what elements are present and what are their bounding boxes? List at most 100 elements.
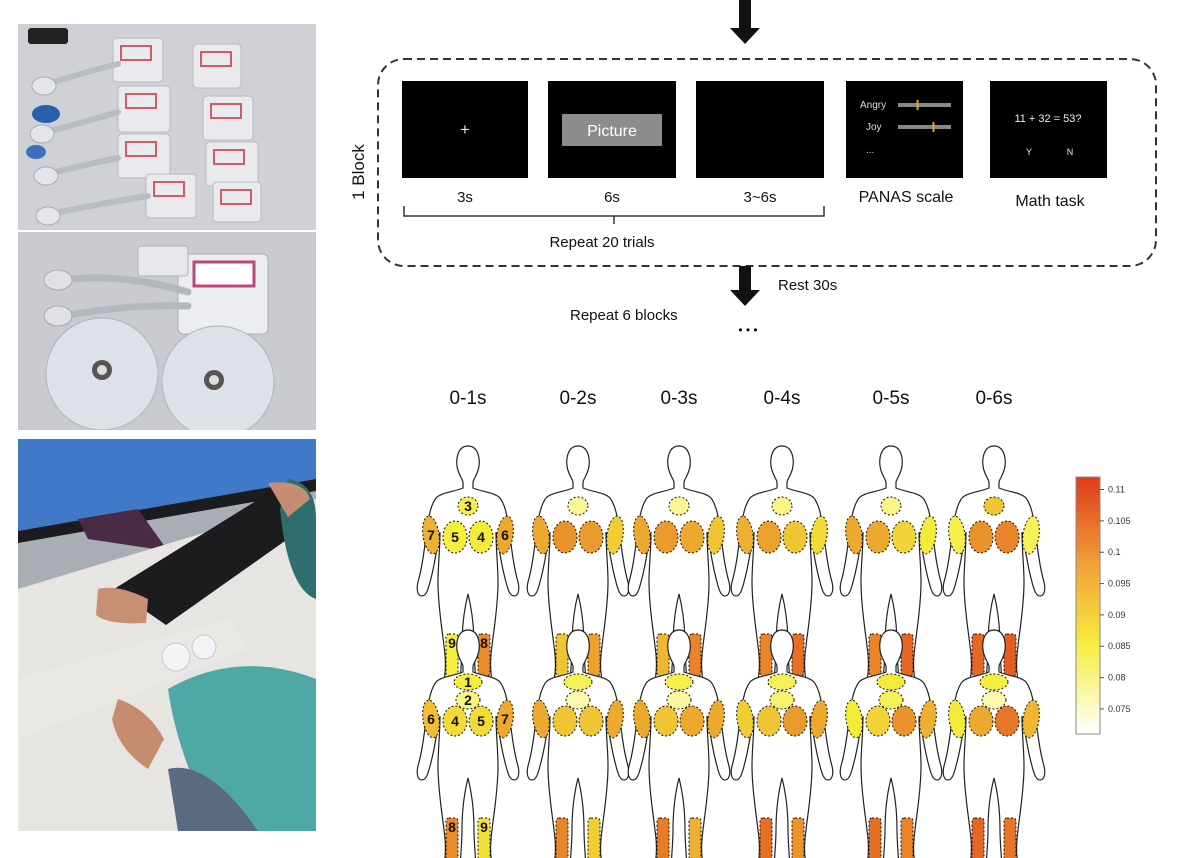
body-region xyxy=(891,705,917,737)
body-region xyxy=(981,690,1007,710)
colorbar-tick-label: 0.11 xyxy=(1108,485,1125,495)
body-region xyxy=(666,690,692,710)
body-region xyxy=(707,515,725,555)
body-region xyxy=(453,673,483,691)
rest-label: Rest 30s xyxy=(778,277,837,294)
body-region xyxy=(477,633,491,677)
region-number-label: 5 xyxy=(451,529,459,545)
body-outline xyxy=(627,629,731,858)
fixation-screen: + xyxy=(402,81,528,178)
block-label: 1 Block xyxy=(349,144,368,200)
trial-brace xyxy=(403,206,825,224)
region-number-label: 4 xyxy=(451,713,459,729)
body-region xyxy=(845,515,863,555)
region-number-label: 7 xyxy=(427,527,435,543)
colorbar-tick-label: 0.085 xyxy=(1108,641,1131,651)
front-body-figure xyxy=(526,445,630,705)
continuation-ellipsis: • • • xyxy=(738,323,757,337)
region-number-label: 6 xyxy=(427,711,435,727)
body-region xyxy=(968,520,994,554)
body-region xyxy=(979,673,1009,691)
math-task-label: Math task xyxy=(1015,193,1085,210)
body-region xyxy=(759,817,773,858)
duration-fixation: 3s xyxy=(457,189,473,206)
back-body-figure xyxy=(942,629,1046,858)
region-number-label: 5 xyxy=(477,713,485,729)
back-body-figure xyxy=(526,629,630,858)
body-region xyxy=(442,705,468,737)
body-region xyxy=(668,496,690,516)
sensor-with-electrodes-photo xyxy=(18,232,316,430)
protocol-flow: 1 Block + Picture Angry Joy ... 11 + 32 … xyxy=(349,0,1157,337)
colorbar-tick-label: 0.1 xyxy=(1108,547,1121,557)
front-body-figure xyxy=(627,445,731,705)
duration-blank: 3~6s xyxy=(744,189,777,206)
body-region xyxy=(1003,817,1017,858)
body-region xyxy=(578,520,604,554)
body-region xyxy=(810,699,828,739)
body-region xyxy=(653,520,679,554)
colorbar-tick-label: 0.095 xyxy=(1108,579,1131,589)
body-region xyxy=(782,705,808,737)
body-region xyxy=(759,633,773,677)
body-region xyxy=(468,705,494,737)
body-region xyxy=(971,817,985,858)
math-screen: 11 + 32 = 53? Y N xyxy=(990,81,1107,178)
repeat-blocks-label: Repeat 6 blocks xyxy=(570,307,678,324)
math-yes: Y xyxy=(1026,147,1032,157)
region-number-label: 2 xyxy=(464,692,472,708)
body-region xyxy=(900,633,914,677)
body-region xyxy=(653,705,679,737)
body-region xyxy=(769,690,795,710)
panas-slider-joy xyxy=(932,122,935,132)
body-region xyxy=(771,496,793,516)
body-region xyxy=(477,817,491,858)
body-region xyxy=(587,817,601,858)
body-region xyxy=(1022,515,1040,555)
body-region xyxy=(865,705,891,737)
repeat-trials-label: Repeat 20 trials xyxy=(549,234,654,251)
body-region xyxy=(633,699,651,739)
body-region xyxy=(1022,699,1040,739)
body-region xyxy=(496,515,514,555)
down-arrow-bottom xyxy=(730,266,760,306)
body-region xyxy=(756,520,782,554)
time-window-label: 0-4s xyxy=(764,388,801,409)
body-region xyxy=(736,699,754,739)
region-number-label: 1 xyxy=(464,674,472,690)
body-outline xyxy=(416,629,520,858)
body-outline xyxy=(942,629,1046,858)
body-region xyxy=(868,817,882,858)
blank-screen xyxy=(696,81,824,178)
body-outline xyxy=(627,445,731,705)
electrode-devices-photo xyxy=(18,24,316,230)
body-region xyxy=(880,496,902,516)
body-region xyxy=(555,817,569,858)
body-outline xyxy=(416,445,520,705)
math-equation: 11 + 32 = 53? xyxy=(1014,113,1081,125)
body-region xyxy=(563,673,593,691)
front-body-figure xyxy=(730,445,834,705)
body-region xyxy=(532,515,550,555)
panas-slider-angry xyxy=(916,100,919,110)
body-region xyxy=(994,705,1020,737)
body-region xyxy=(656,817,670,858)
region-number-label: 7 xyxy=(501,711,509,727)
body-outline xyxy=(526,629,630,858)
body-region xyxy=(496,699,514,739)
time-window-label: 0-1s xyxy=(450,388,487,409)
fixation-cross: + xyxy=(460,120,470,139)
body-region xyxy=(878,690,904,710)
time-window-label: 0-2s xyxy=(560,388,597,409)
body-region xyxy=(633,515,651,555)
body-region xyxy=(791,633,805,677)
body-outline xyxy=(942,445,1046,705)
region-number-label: 9 xyxy=(480,819,488,835)
body-region xyxy=(606,515,624,555)
body-region xyxy=(679,705,705,737)
time-window-label: 0-6s xyxy=(976,388,1013,409)
panas-item-joy: Joy xyxy=(866,122,882,133)
